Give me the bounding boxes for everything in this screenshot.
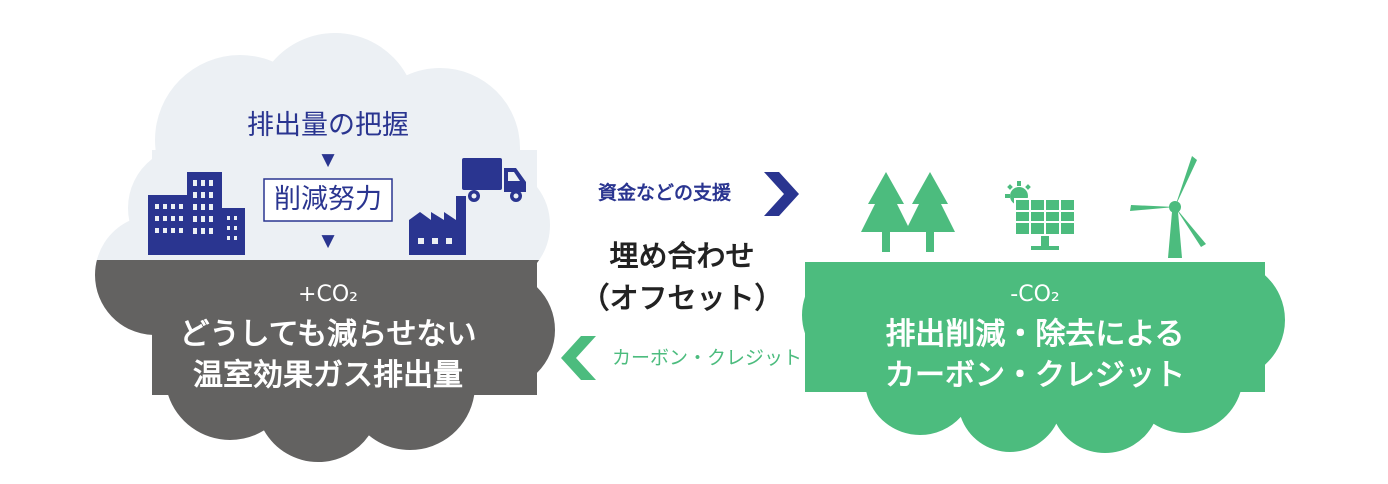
bottom-arrow-label: カーボン・クレジット (612, 347, 803, 369)
left-step1-label: 排出量の把握 (247, 110, 409, 141)
factory-icon (409, 196, 466, 255)
right-co2-label: -CO₂ (1010, 282, 1060, 307)
left-step2-label: 削減努力 (274, 184, 382, 215)
left-line1: どうしても減らせない (179, 317, 477, 352)
tree-icon (861, 172, 955, 252)
left-arrow1: ▼ (321, 150, 335, 170)
left-line2: 温室効果ガス排出量 (193, 358, 463, 393)
left-arrow2: ▼ (321, 231, 335, 251)
right-line1: 排出削減・除去による (885, 317, 1185, 352)
truck-icon (462, 158, 526, 202)
chevron-right-icon (764, 172, 799, 216)
solar-panel-icon (1005, 181, 1076, 250)
right-line2: カーボン・クレジット (885, 358, 1185, 393)
chevron-left-icon (561, 336, 596, 380)
wind-turbine-icon (1130, 156, 1206, 258)
offset-title-line2: （オフセット） (580, 281, 784, 315)
building-icon (148, 172, 245, 255)
top-arrow-label: 資金などの支援 (598, 182, 732, 204)
offset-title-line1: 埋め合わせ (609, 239, 755, 273)
step2-box (263, 178, 393, 222)
left-co2-label: +CO₂ (298, 282, 358, 307)
